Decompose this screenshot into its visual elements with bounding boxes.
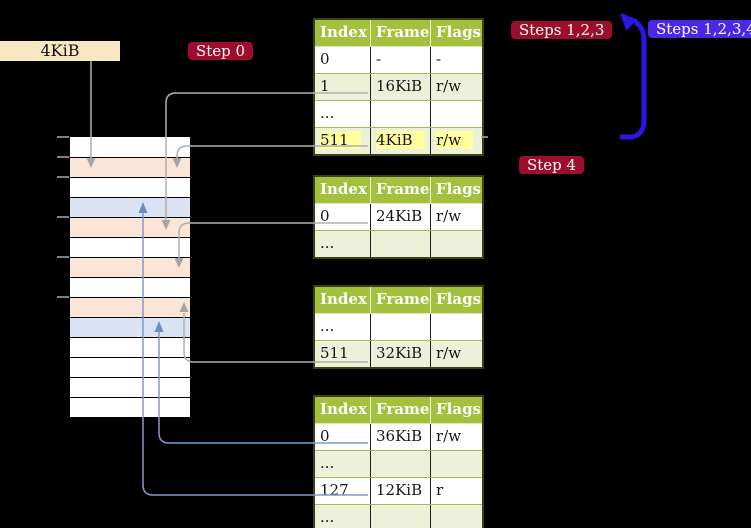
memory-address-tick [57, 136, 69, 138]
page-table-header-cell: Frame [370, 177, 430, 203]
highlighted-entry: 4KiB [376, 131, 425, 149]
page-table-row: 511 4KiB r/w [315, 127, 482, 154]
page-table-cell [370, 314, 430, 340]
memory-frame-row [70, 277, 190, 297]
page-table-cell [430, 101, 482, 127]
page-table-cell: ... [320, 508, 335, 526]
page-table-cell: 1 [320, 77, 330, 95]
page-table-cell [430, 505, 482, 528]
memory-frame-row [70, 177, 190, 197]
page-table-cell: 32KiB [370, 341, 430, 367]
page-table-cell: 12KiB [370, 478, 430, 504]
memory-frame-row [70, 257, 190, 277]
page-table-cell: r/w [430, 128, 482, 154]
page-table-cell: 0 [320, 207, 330, 225]
memory-frame-row [70, 197, 190, 217]
page-table-cell: 127 [320, 481, 349, 499]
page-table-cell: - [370, 47, 430, 73]
step-4-badge: Step 4 [519, 156, 585, 174]
step-0-badge: Step 0 [188, 42, 254, 60]
memory-frame-row [70, 337, 190, 357]
page-table-cell: r/w [430, 424, 482, 450]
memory-address-tick [57, 176, 69, 178]
page-table-header-cell: Index [320, 290, 367, 308]
page-table-cell [430, 314, 482, 340]
page-table-cell: 0 [320, 50, 330, 68]
memory-frame-row [70, 217, 190, 237]
page-table-row: ... [315, 230, 482, 257]
steps-1-2-3-4-badge: Steps 1,2,3,4 [648, 20, 751, 38]
page-table-cell: 511 [315, 128, 370, 154]
page-table-header-cell: Flags [430, 397, 482, 423]
page-table-header-cell: Flags [430, 20, 482, 46]
page-table-row: 0 -- [315, 46, 482, 73]
highlighted-entry: 511 [320, 131, 361, 149]
page-table-row: ... [315, 450, 482, 477]
page-table-header-cell: Frame [370, 20, 430, 46]
page-table-cell: r/w [430, 74, 482, 100]
page-table-cell: ... [320, 104, 335, 122]
page-table-cell [370, 505, 430, 528]
memory-address-tick [57, 256, 69, 258]
memory-address-tick [57, 296, 69, 298]
memory-frame-row [70, 357, 190, 377]
physical-memory [70, 137, 190, 417]
memory-address-tick [57, 156, 69, 158]
page-table-header-cell: Frame [370, 287, 430, 313]
memory-frame-row [70, 397, 190, 417]
steps-1-2-3-badge: Steps 1,2,3 [511, 21, 613, 39]
page-table-cell [370, 451, 430, 477]
page-table-cell [370, 101, 430, 127]
page-table-row: ... [315, 504, 482, 528]
page-table-cell: - [430, 47, 482, 73]
page-table-header-cell: Index [320, 180, 367, 198]
page-table-cell [430, 231, 482, 257]
steps-loop-arrow [620, 13, 647, 140]
memory-frame-row [70, 317, 190, 337]
page-table-header-cell: Frame [370, 397, 430, 423]
page-table-header-cell: Flags [430, 287, 482, 313]
page-table-header-cell: Index [320, 400, 367, 418]
frame-size-label: 4KiB [0, 41, 120, 61]
highlighted-entry: r/w [436, 131, 474, 149]
page-table-cell: r [430, 478, 482, 504]
page-table-cell: 16KiB [370, 74, 430, 100]
page-table-row: ... [315, 313, 482, 340]
page-table-cell: ... [320, 317, 335, 335]
page-table-header-cell: Index [320, 23, 367, 41]
page-table-cell: 4KiB [370, 128, 430, 154]
page-table-cell: 0 [320, 427, 330, 445]
memory-frame-row [70, 377, 190, 397]
memory-frame-row [70, 237, 190, 257]
memory-frame-row [70, 137, 190, 157]
page-table-header-cell: Flags [430, 177, 482, 203]
page-table-cell: ... [320, 454, 335, 472]
page-table-cell: r/w [430, 341, 482, 367]
page-table-row: ... [315, 100, 482, 127]
memory-frame-row [70, 297, 190, 317]
memory-address-tick [57, 216, 69, 218]
page-table-cell [430, 451, 482, 477]
page-table-cell: 24KiB [370, 204, 430, 230]
page-table-cell: 36KiB [370, 424, 430, 450]
page-table-cell [370, 231, 430, 257]
page-table-cell: ... [320, 234, 335, 252]
memory-frame-row [70, 157, 190, 177]
page-table-cell: r/w [430, 204, 482, 230]
page-table-cell: 511 [320, 344, 349, 362]
